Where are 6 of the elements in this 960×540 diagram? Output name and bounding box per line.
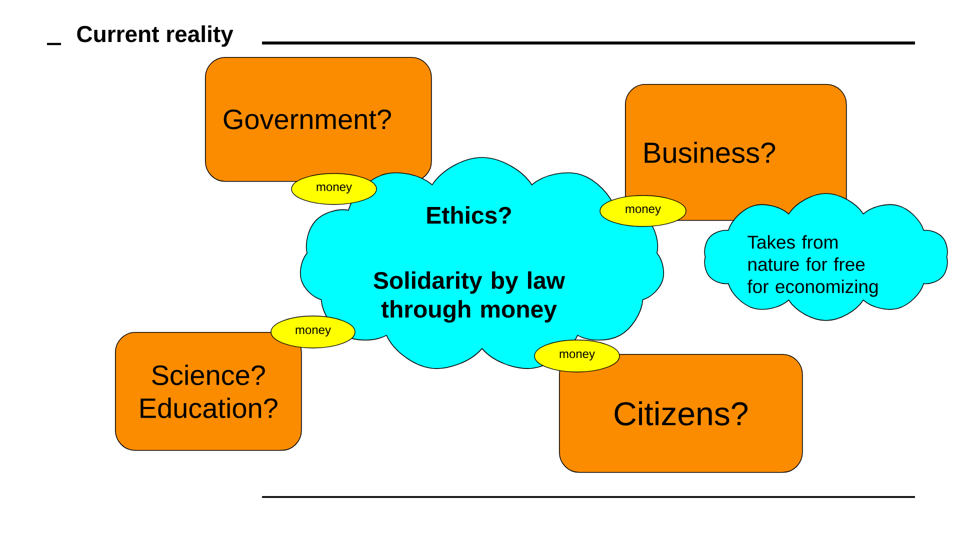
- money-oval: money: [534, 340, 620, 372]
- slide-title: Current reality: [77, 25, 234, 47]
- money-oval: money: [270, 316, 356, 348]
- money-oval: money: [600, 195, 686, 227]
- money-oval: money: [291, 173, 377, 205]
- category-box: Government?: [205, 57, 432, 182]
